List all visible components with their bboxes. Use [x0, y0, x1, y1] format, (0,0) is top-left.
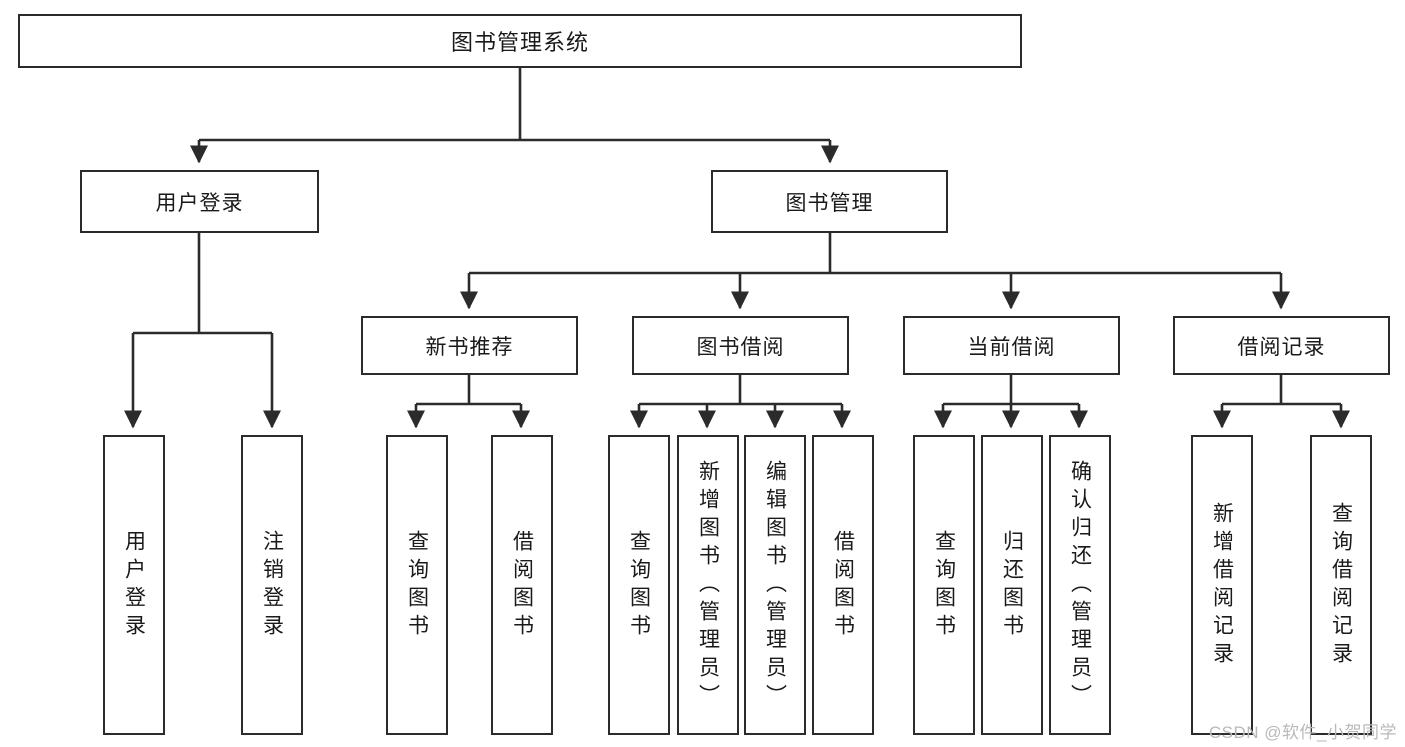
node-label: 查询借阅记录 [1329, 502, 1353, 670]
node-borrow-record[interactable]: 借阅记录 [1173, 316, 1390, 375]
node-label: 查询图书 [932, 530, 956, 642]
node-label: 新增图书（管理员） [696, 460, 720, 712]
node-label: 图书管理系统 [450, 30, 589, 55]
leaf-query-book-current[interactable]: 查询图书 [913, 435, 975, 735]
node-label: 图书管理 [785, 191, 874, 215]
node-user-login[interactable]: 用户登录 [80, 170, 319, 233]
leaf-query-borrow-record[interactable]: 查询借阅记录 [1310, 435, 1372, 735]
node-label: 查询图书 [627, 530, 651, 642]
node-label: 用户登录 [155, 191, 244, 215]
node-label: 当前借阅 [967, 335, 1056, 359]
node-label: 借阅图书 [510, 530, 534, 642]
node-label: 借阅记录 [1237, 335, 1326, 359]
leaf-query-book-borrow[interactable]: 查询图书 [608, 435, 670, 735]
leaf-user-login[interactable]: 用户登录 [103, 435, 165, 735]
leaf-confirm-return-admin[interactable]: 确认归还（管理员） [1049, 435, 1111, 735]
node-label: 注销登录 [260, 530, 284, 642]
leaf-user-logout[interactable]: 注销登录 [241, 435, 303, 735]
node-root-book-management-system[interactable]: 图书管理系统 [18, 14, 1022, 68]
leaf-query-book-recommend[interactable]: 查询图书 [386, 435, 448, 735]
node-label: 新书推荐 [425, 335, 514, 359]
leaf-add-borrow-record[interactable]: 新增借阅记录 [1191, 435, 1253, 735]
leaf-return-book[interactable]: 归还图书 [981, 435, 1043, 735]
node-label: 编辑图书（管理员） [763, 460, 787, 712]
node-label: 图书借阅 [696, 335, 785, 359]
node-label: 查询图书 [405, 530, 429, 642]
csdn-watermark: CSDN @软件_小贺同学 [1208, 723, 1397, 742]
node-label: 归还图书 [1000, 530, 1024, 642]
node-current-borrow[interactable]: 当前借阅 [903, 316, 1120, 375]
node-book-borrow[interactable]: 图书借阅 [632, 316, 849, 375]
node-label: 确认归还（管理员） [1068, 460, 1092, 712]
node-label: 新增借阅记录 [1210, 502, 1234, 670]
node-new-book-recommend[interactable]: 新书推荐 [361, 316, 578, 375]
node-label: 用户登录 [122, 530, 146, 642]
node-book-manage[interactable]: 图书管理 [711, 170, 948, 233]
leaf-edit-book-admin[interactable]: 编辑图书（管理员） [744, 435, 806, 735]
node-label: 借阅图书 [831, 530, 855, 642]
leaf-borrow-book[interactable]: 借阅图书 [812, 435, 874, 735]
leaf-add-book-admin[interactable]: 新增图书（管理员） [677, 435, 739, 735]
leaf-borrow-book-recommend[interactable]: 借阅图书 [491, 435, 553, 735]
